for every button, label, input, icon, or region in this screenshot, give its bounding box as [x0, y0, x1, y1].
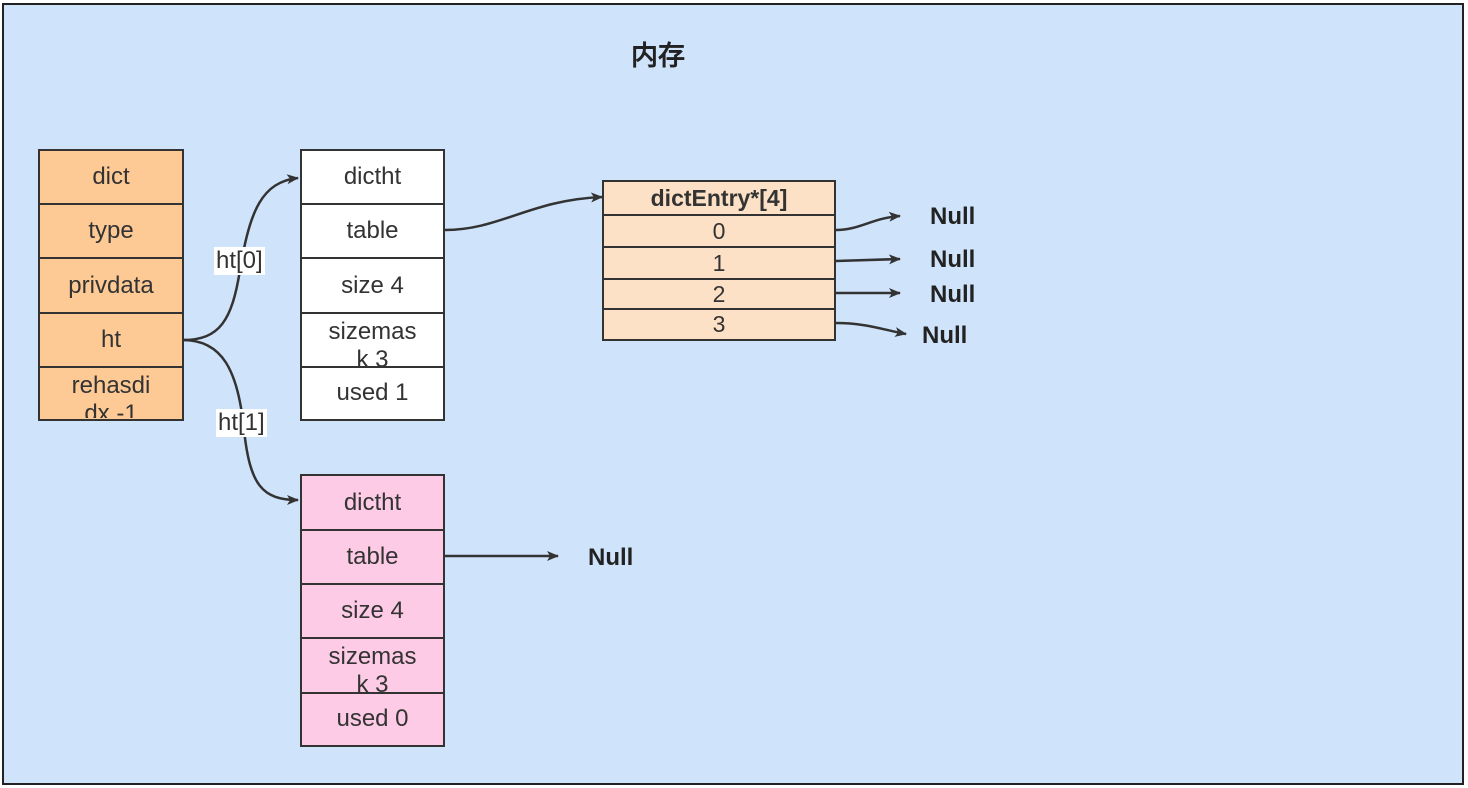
ht0-size-cell: size 4 — [302, 259, 443, 314]
ht0-table-cell: table — [302, 205, 443, 259]
slot-0-null-label: Null — [930, 203, 976, 230]
edge-slot-0 — [835, 211, 901, 232]
dict-entry-header: dictEntry*[4] — [604, 182, 834, 216]
slot-3-null-label: Null — [922, 322, 968, 349]
dict-rehashidx-cell: rehasdi dx -1 — [71, 372, 151, 418]
slot-1-null-label: Null — [930, 246, 976, 273]
ht0-edge-label: ht[0] — [214, 247, 265, 275]
memory-region — [2, 3, 1464, 785]
ht1-sizemask-cell: sizemas k 3 — [302, 639, 443, 694]
edge-slot-1 — [835, 254, 901, 265]
ht1-dictht: dictht table size 4 sizemas k 3 used 0 — [300, 474, 445, 747]
ht1-size-cell: size 4 — [302, 585, 443, 639]
edge-slot-3 — [835, 321, 907, 337]
dict-cell: dict — [40, 151, 182, 205]
dict-entry-slot-2: 2 — [604, 280, 834, 310]
ht0-header-cell: dictht — [302, 151, 443, 205]
ht1-edge-label: ht[1] — [216, 409, 267, 437]
slot-2-null-label: Null — [930, 281, 976, 308]
dict-entry-slot-3: 3 — [712, 311, 726, 337]
dict-entry-array: dictEntry*[4] 0 1 2 3 — [602, 180, 836, 341]
dict-struct: dict type privdata ht rehasdi dx -1 — [38, 149, 184, 421]
dict-entry-slot-0: 0 — [604, 216, 834, 248]
ht1-header-cell: dictht — [302, 476, 443, 531]
ht1-table-null-label: Null — [588, 544, 634, 571]
dict-privdata-cell: privdata — [40, 259, 182, 314]
dict-ht-cell: ht — [40, 314, 182, 368]
diagram-title: 内存 — [631, 41, 685, 72]
ht1-used-cell: used 0 — [336, 705, 409, 732]
dict-entry-slot-1: 1 — [604, 248, 834, 280]
ht0-dictht: dictht table size 4 sizemas k 3 used 1 — [300, 149, 445, 421]
dict-type-cell: type — [40, 205, 182, 259]
ht0-sizemask-cell: sizemas k 3 — [302, 314, 443, 368]
ht1-table-cell: table — [302, 531, 443, 585]
edge-table-to-entries — [444, 192, 603, 232]
ht0-used-cell: used 1 — [336, 379, 409, 406]
